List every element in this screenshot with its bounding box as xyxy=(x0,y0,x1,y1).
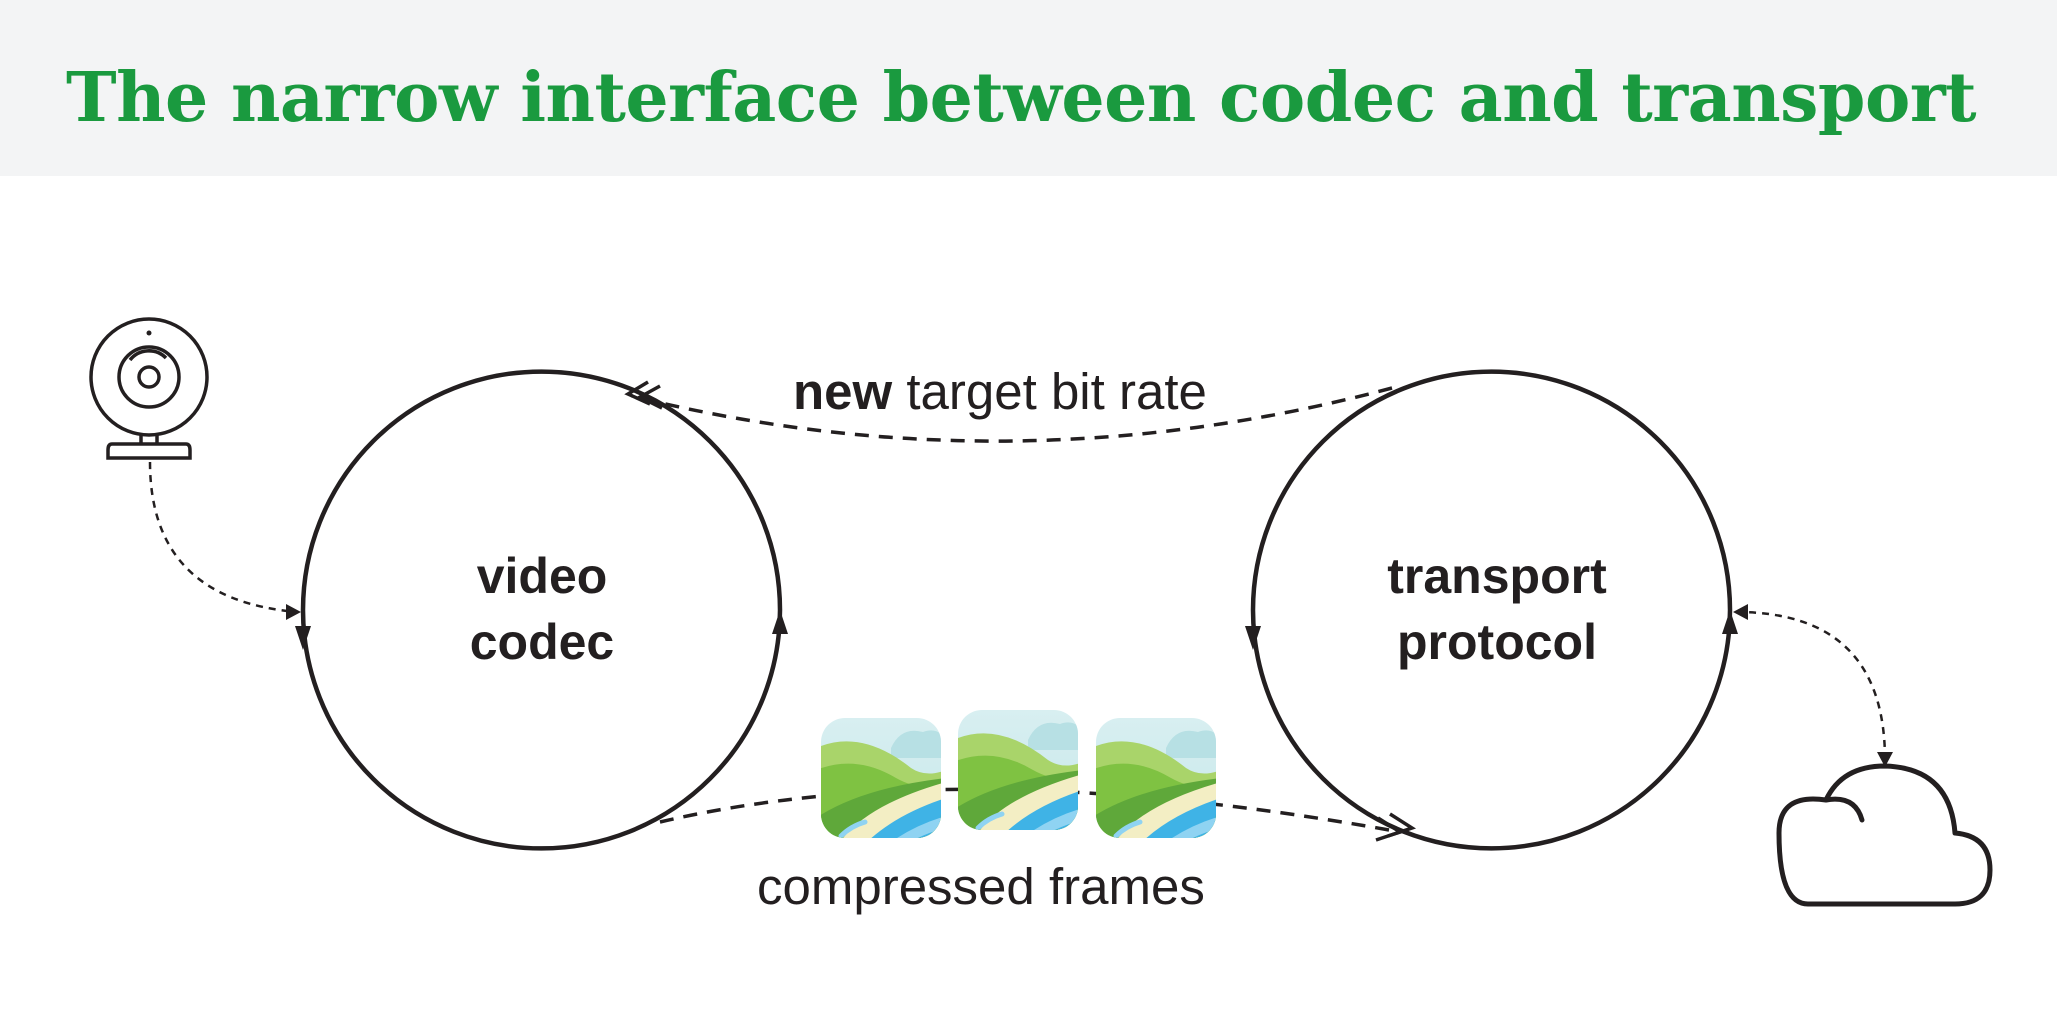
codec-circle xyxy=(295,369,788,851)
transport-circle xyxy=(1245,369,1738,851)
frame-thumb-3 xyxy=(1091,718,1222,848)
video-codec-line2: codec xyxy=(469,614,615,670)
transport-protocol-line2: protocol xyxy=(1397,614,1597,670)
video-codec-line1: video xyxy=(476,548,608,604)
webcam-icon xyxy=(89,317,209,460)
camera-input-arrow xyxy=(148,461,301,620)
frame-thumb-1 xyxy=(816,718,947,848)
transport-protocol-label: transport protocol xyxy=(1327,543,1667,675)
bitrate-feedback-arrow xyxy=(624,380,1393,443)
bitrate-label: new target bit rate xyxy=(793,362,1207,421)
page-title: The narrow interface between codec and t… xyxy=(66,58,1977,138)
network-link-arrow xyxy=(1733,604,1893,767)
frame-thumb-2 xyxy=(953,710,1084,840)
compressed-frames-label: compressed frames xyxy=(757,858,1205,915)
video-codec-label: video codec xyxy=(392,543,692,675)
bitrate-rest: target bit rate xyxy=(892,363,1207,420)
title-bar: The narrow interface between codec and t… xyxy=(0,0,2057,176)
cloud-icon xyxy=(1776,763,1993,907)
bitrate-emphasis: new xyxy=(793,363,893,420)
transport-protocol-line1: transport xyxy=(1387,548,1607,604)
